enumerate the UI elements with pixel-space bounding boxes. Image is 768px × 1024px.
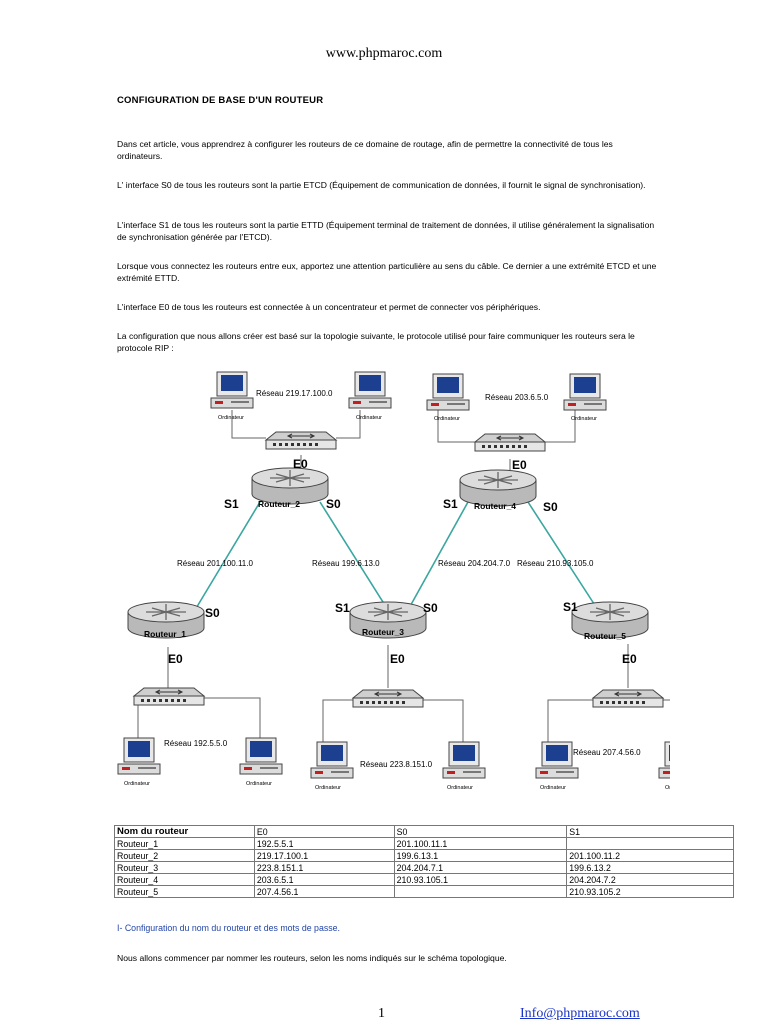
computer-label: Ordinateur xyxy=(447,785,473,791)
site-header: www.phpmaroc.com xyxy=(325,46,443,61)
table-cell: 210.93.105.2 xyxy=(566,885,734,898)
table-cell: Routeur_2 xyxy=(114,849,255,862)
router-name: Routeur_3 xyxy=(362,627,404,637)
port-label: S0 xyxy=(423,601,438,615)
computer-icon xyxy=(210,371,254,409)
router-name: Routeur_2 xyxy=(258,499,300,509)
paragraph-s0: L' interface S0 de tous les routeurs son… xyxy=(117,180,646,190)
table-cell: 204.204.7.1 xyxy=(393,861,568,874)
table-cell: 201.100.11.1 xyxy=(393,837,568,850)
computer-icon xyxy=(117,737,161,775)
hub-icon xyxy=(133,687,205,706)
network-label: Réseau 203.6.5.0 xyxy=(485,393,549,402)
port-label: S1 xyxy=(563,600,578,614)
computer-icon xyxy=(563,373,607,411)
port-label: E0 xyxy=(512,458,527,472)
table-row: Routeur_2 219.17.100.1 199.6.13.1 201.10… xyxy=(114,849,734,862)
router-name: Routeur_1 xyxy=(144,629,186,639)
ethernet-links xyxy=(134,410,670,750)
table-cell: Routeur_5 xyxy=(114,885,255,898)
article-title: CONFIGURATION DE BASE D'UN ROUTEUR xyxy=(117,95,324,106)
computer-icon xyxy=(348,371,392,409)
table-cell: 210.93.105.1 xyxy=(393,873,568,886)
table-cell: 223.8.151.1 xyxy=(253,861,395,874)
network-label: Réseau 207.4.56.0 xyxy=(573,748,641,757)
network-topology-diagram: Ordinateur Ordinateur Ordinateur Ordinat… xyxy=(117,371,670,791)
computer-icon xyxy=(239,737,283,775)
computer-label: Ordinateur xyxy=(315,785,341,791)
port-label: E0 xyxy=(622,652,637,666)
hub-icon xyxy=(592,689,664,708)
paragraph-intro: Dans cet article, vous apprendrez à conf… xyxy=(117,139,613,161)
network-label: Réseau 210.93.105.0 xyxy=(517,559,594,568)
port-label: S0 xyxy=(205,606,220,620)
paragraph-e0: L'interface E0 de tous les routeurs est … xyxy=(117,302,541,312)
table-cell: Routeur_1 xyxy=(114,837,255,850)
router-name: Routeur_4 xyxy=(474,501,516,511)
paragraph-s1: L'interface S1 de tous les routeurs sont… xyxy=(117,220,655,242)
computer-label: Ordinateur xyxy=(218,415,244,421)
table-row: Routeur_5 207.4.56.1 210.93.105.2 xyxy=(114,885,734,898)
port-label: E0 xyxy=(293,457,308,471)
network-label: Réseau 201.100.11.0 xyxy=(177,559,253,568)
router-address-table: Nom du routeur E0 S0 S1 Routeur_1 192.5.… xyxy=(114,825,734,898)
router-name: Routeur_5 xyxy=(584,631,626,641)
network-label: Réseau 204.204.7.0 xyxy=(438,559,511,568)
table-cell: 219.17.100.1 xyxy=(253,849,395,862)
section-heading: I- Configuration du nom du routeur et de… xyxy=(117,923,340,933)
computer-label: Ordinateur xyxy=(540,785,566,791)
table-header-cell: S0 xyxy=(393,825,568,838)
page-number: 1 xyxy=(378,1006,385,1021)
network-label: Réseau 199.6.13.0 xyxy=(312,559,380,568)
port-label: S0 xyxy=(326,497,341,511)
table-cell: 207.4.56.1 xyxy=(253,885,395,898)
table-header-row: Nom du routeur E0 S0 S1 xyxy=(114,825,734,838)
paragraph-cable: Lorsque vous connectez les routeurs entr… xyxy=(117,261,657,283)
port-label: S0 xyxy=(543,500,558,514)
network-label: Réseau 223.8.151.0 xyxy=(360,760,433,769)
computer-label: Ordinateur xyxy=(571,416,597,422)
network-label: Réseau 219.17.100.0 xyxy=(256,389,333,398)
table-cell: 199.6.13.1 xyxy=(393,849,568,862)
table-cell: 204.204.7.2 xyxy=(566,873,734,886)
table-cell: 203.6.5.1 xyxy=(253,873,395,886)
table-cell: 192.5.5.1 xyxy=(253,837,395,850)
computer-icon xyxy=(658,741,670,779)
table-cell xyxy=(566,837,734,850)
hub-icon xyxy=(352,689,424,708)
table-row: Routeur_4 203.6.5.1 210.93.105.1 204.204… xyxy=(114,873,734,886)
serial-links xyxy=(194,501,599,611)
port-label: S1 xyxy=(443,497,458,511)
computer-icon xyxy=(310,741,354,779)
table-cell: Routeur_4 xyxy=(114,873,255,886)
port-label: S1 xyxy=(224,497,239,511)
email-link[interactable]: Info@phpmaroc.com xyxy=(520,1006,640,1021)
computer-label: Ordinateur xyxy=(246,781,272,787)
network-label: Réseau 192.5.5.0 xyxy=(164,739,228,748)
table-cell: 201.100.11.2 xyxy=(566,849,734,862)
computer-label: Ordinateur xyxy=(665,785,670,791)
table-header-cell: E0 xyxy=(253,825,395,838)
table-row: Routeur_1 192.5.5.1 201.100.11.1 xyxy=(114,837,734,850)
computer-label: Ordinateur xyxy=(356,415,382,421)
paragraph-closing: Nous allons commencer par nommer les rou… xyxy=(117,953,507,963)
computer-label: Ordinateur xyxy=(124,781,150,787)
table-cell xyxy=(393,885,568,898)
computer-icon xyxy=(442,741,486,779)
hub-icon xyxy=(265,431,337,450)
computer-icon xyxy=(535,741,579,779)
table-cell: Routeur_3 xyxy=(114,861,255,874)
table-header-cell: S1 xyxy=(566,825,734,838)
table-row: Routeur_3 223.8.151.1 204.204.7.1 199.6.… xyxy=(114,861,734,874)
computer-label: Ordinateur xyxy=(434,416,460,422)
port-label: E0 xyxy=(168,652,183,666)
computer-icon xyxy=(426,373,470,411)
port-label: S1 xyxy=(335,601,350,615)
port-label: E0 xyxy=(390,652,405,666)
hub-icon xyxy=(474,433,546,452)
table-cell: 199.6.13.2 xyxy=(566,861,734,874)
table-header-cell: Nom du routeur xyxy=(114,825,255,838)
paragraph-topology: La configuration que nous allons créer e… xyxy=(117,331,635,353)
